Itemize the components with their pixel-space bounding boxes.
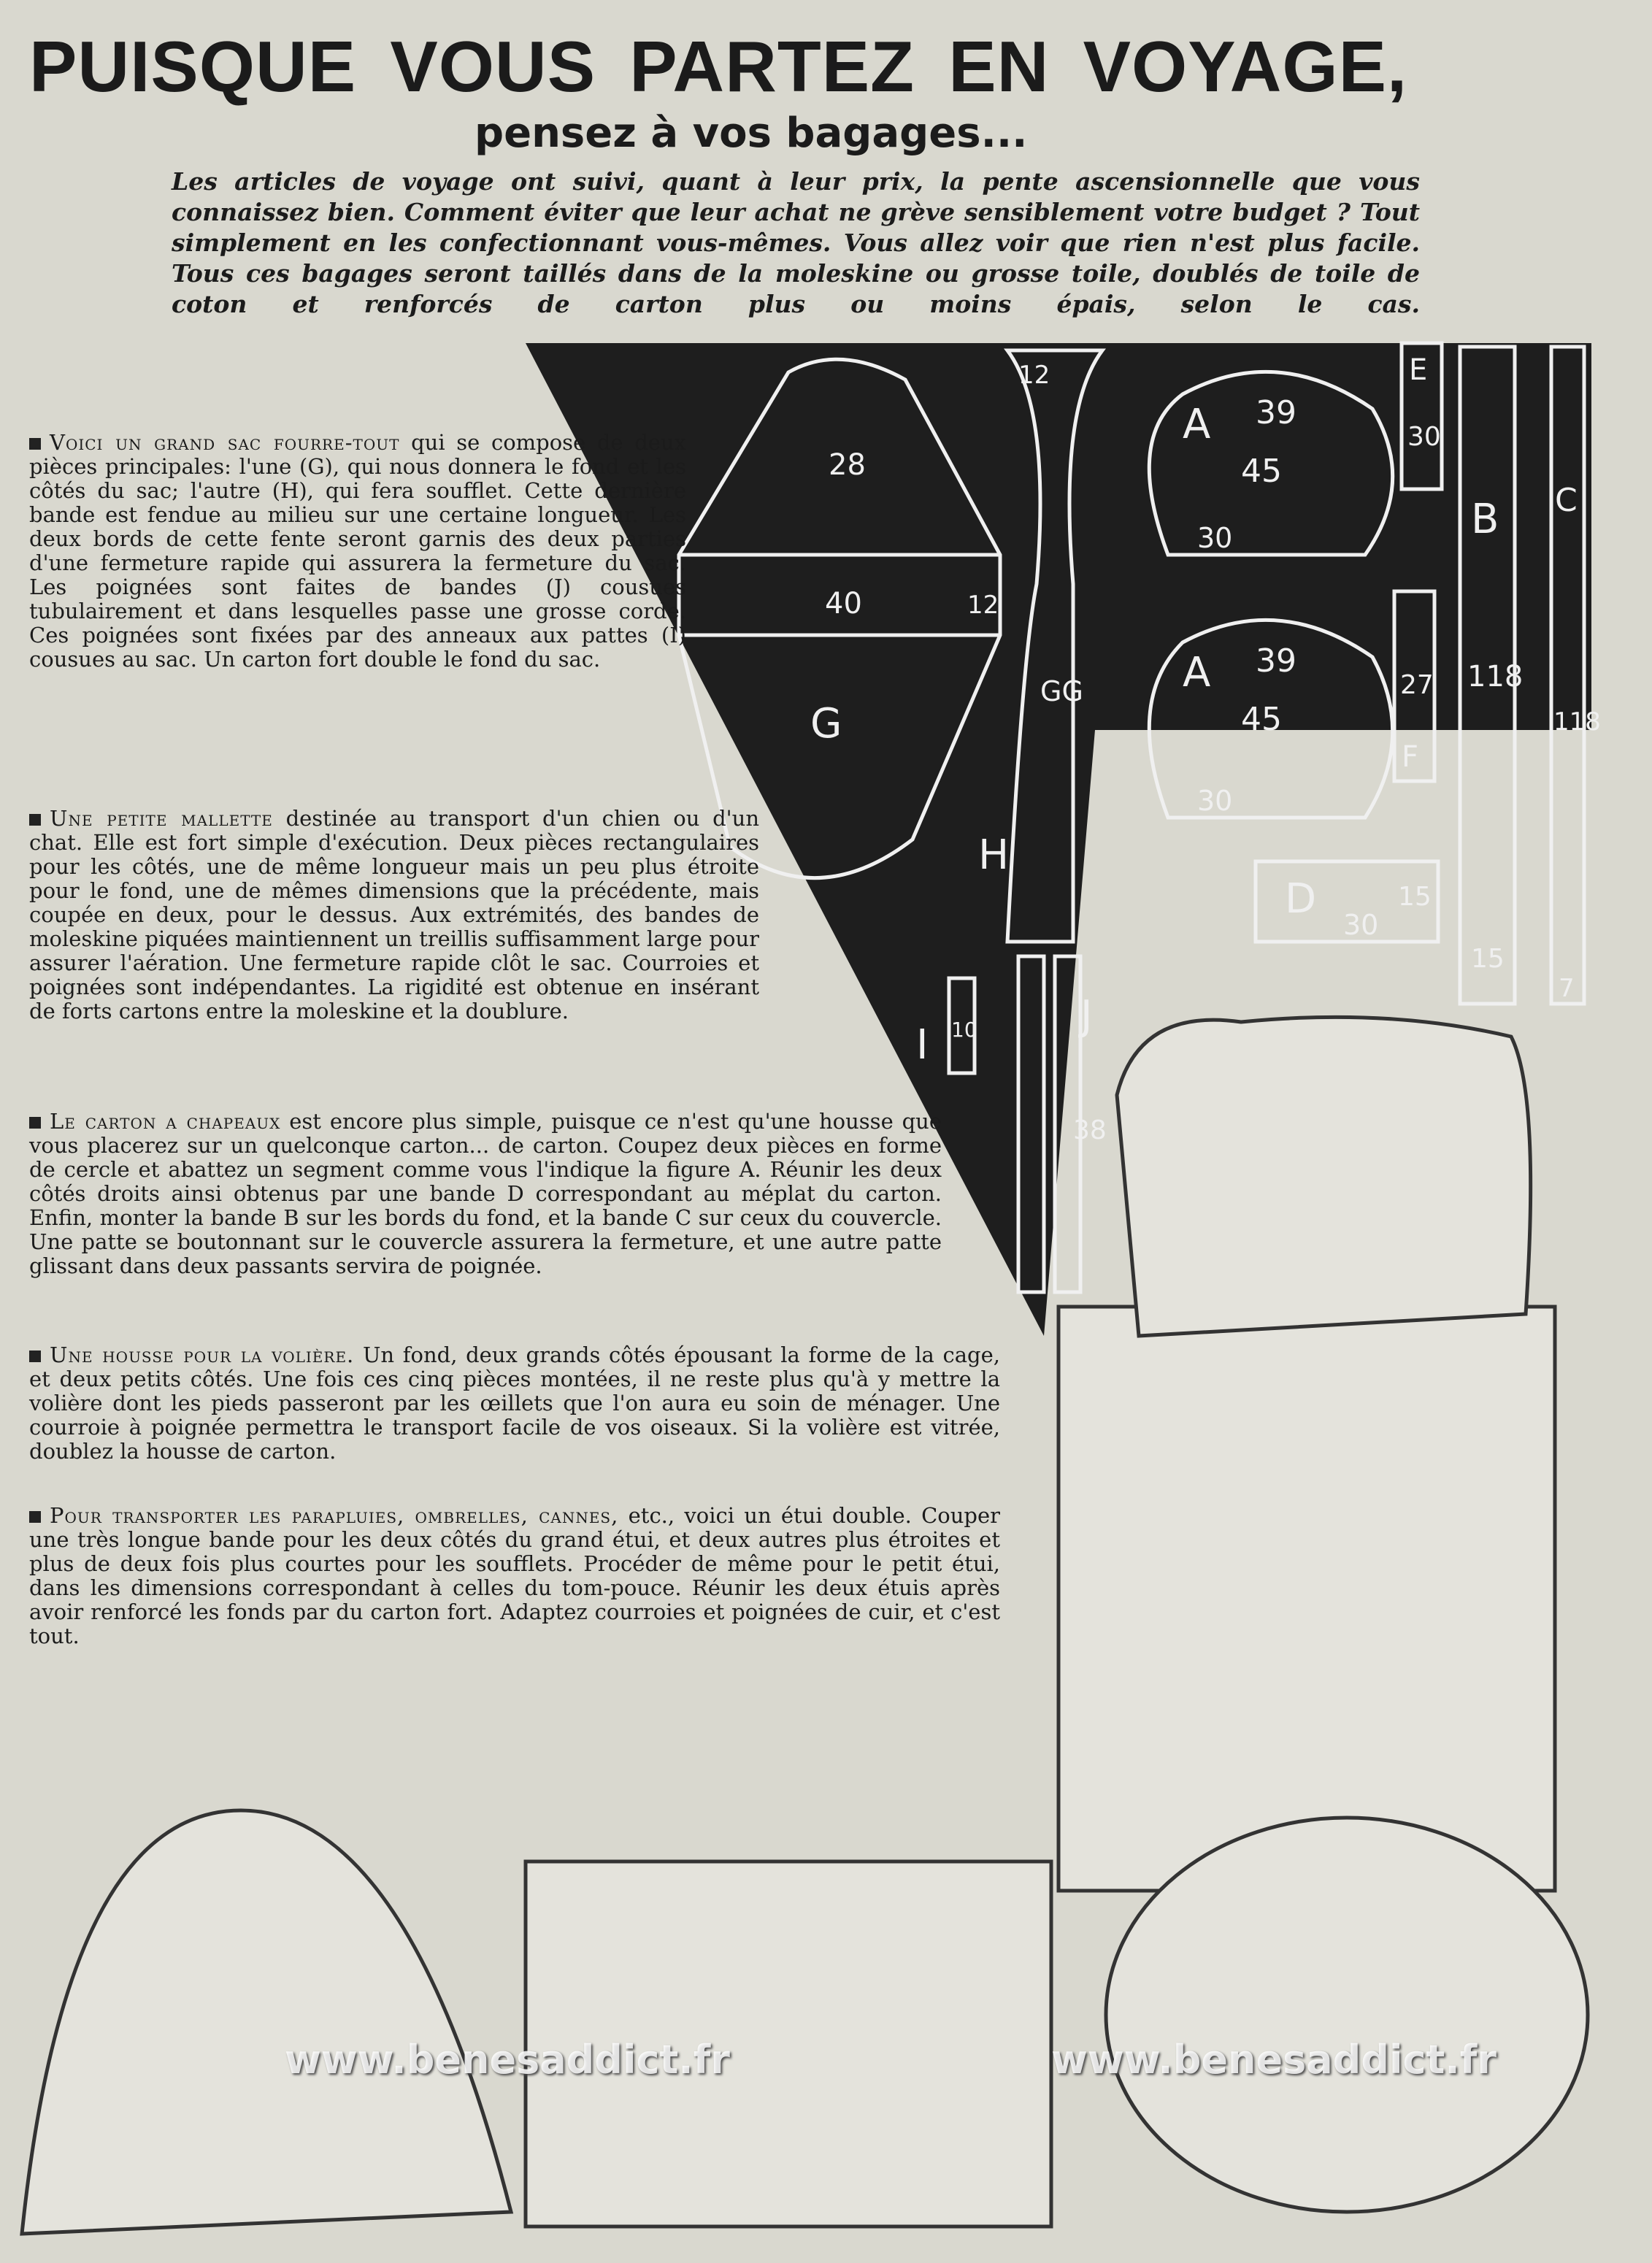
label-e: E bbox=[1409, 353, 1427, 387]
section-umbrella-case: Pour transporter les parapluies, ombrell… bbox=[29, 1503, 1000, 1648]
bullet-square-icon bbox=[29, 438, 41, 450]
label-j: J bbox=[1078, 992, 1093, 1040]
section-pet-carrier: Une petite mallette destinée au transpor… bbox=[29, 806, 760, 1023]
pattern-piece-j-2 bbox=[1053, 954, 1083, 1294]
label-e-length: 30 bbox=[1407, 422, 1441, 452]
pattern-piece-h bbox=[1004, 348, 1106, 944]
label-c-length: 118 bbox=[1553, 707, 1601, 737]
section-aviary-cover: Une housse pour la volière. Un fond, deu… bbox=[29, 1342, 1000, 1464]
label-d: D bbox=[1285, 875, 1316, 923]
label-h-length: GG bbox=[1040, 675, 1083, 707]
pattern-piece-j-1 bbox=[1016, 954, 1046, 1294]
pattern-piece-d bbox=[1253, 859, 1440, 944]
watermark-right: www.benesaddict.fr bbox=[1051, 2037, 1497, 2083]
label-g-height: 28 bbox=[829, 448, 866, 482]
pattern-piece-a-1 bbox=[1147, 369, 1395, 557]
label-a-1-width: 45 bbox=[1241, 453, 1282, 490]
label-a-2-width: 45 bbox=[1241, 701, 1282, 738]
label-d-width: 30 bbox=[1343, 909, 1378, 941]
label-j-length: 38 bbox=[1073, 1115, 1107, 1145]
label-a-2: A bbox=[1183, 649, 1210, 696]
label-d-height: 15 bbox=[1398, 882, 1432, 912]
label-g-width: 40 bbox=[825, 587, 862, 620]
label-h-top: 12 bbox=[1018, 361, 1050, 390]
bullet-square-icon bbox=[29, 814, 41, 826]
illustration-umbrella-case bbox=[1056, 1305, 1557, 1893]
pattern-piece-a-2 bbox=[1147, 618, 1395, 820]
label-a-1-base: 30 bbox=[1197, 522, 1232, 554]
label-a-2-base: 30 bbox=[1197, 785, 1232, 817]
label-b: B bbox=[1471, 496, 1499, 543]
section-hatbox: Le carton a chapeaux est encore plus sim… bbox=[29, 1109, 942, 1278]
illustration-pet-carrier bbox=[1115, 1015, 1533, 1338]
pattern-piece-b bbox=[1458, 345, 1517, 1006]
pattern-piece-c bbox=[1549, 345, 1586, 1006]
pattern-piece-i bbox=[947, 976, 977, 1075]
label-c-width: 7 bbox=[1559, 974, 1575, 1003]
pattern-piece-g bbox=[677, 357, 1002, 880]
pattern-piece-f bbox=[1392, 589, 1437, 783]
label-a-1-height: 39 bbox=[1256, 394, 1296, 431]
label-c: C bbox=[1555, 482, 1578, 519]
bullet-square-icon bbox=[29, 1350, 41, 1362]
watermark-left: www.benesaddict.fr bbox=[285, 2037, 730, 2083]
label-f-length: 27 bbox=[1400, 670, 1434, 700]
bullet-square-icon bbox=[29, 1117, 41, 1129]
label-h: H bbox=[978, 831, 1009, 879]
label-f: F bbox=[1402, 740, 1418, 774]
label-i: I bbox=[916, 1021, 929, 1069]
section-hold-all-bag: Voici un grand sac fourre-tout qui se co… bbox=[29, 430, 687, 672]
label-g-side: 12 bbox=[967, 591, 999, 620]
label-a-1: A bbox=[1183, 401, 1210, 448]
label-i-length: 10 bbox=[951, 1018, 977, 1042]
diagram-background bbox=[526, 343, 1591, 1336]
label-g: G bbox=[810, 700, 842, 748]
intro-paragraph: Les articles de voyage ont suivi, quant … bbox=[172, 167, 1420, 318]
illustration-aviary-cover bbox=[523, 1859, 1053, 2229]
bullet-square-icon bbox=[29, 1511, 41, 1523]
pattern-piece-e bbox=[1399, 341, 1444, 491]
illustration-hold-all-bag bbox=[20, 1808, 514, 2236]
label-b-width: 15 bbox=[1471, 944, 1505, 974]
label-a-2-height: 39 bbox=[1256, 642, 1296, 680]
label-b-length: 118 bbox=[1467, 660, 1523, 694]
illustration-hatbox bbox=[1104, 1816, 1590, 2214]
page-title: PUISQUE VOUS PARTEZ EN VOYAGE, bbox=[29, 26, 1408, 107]
page-subtitle: pensez à vos bagages... bbox=[475, 110, 1028, 157]
